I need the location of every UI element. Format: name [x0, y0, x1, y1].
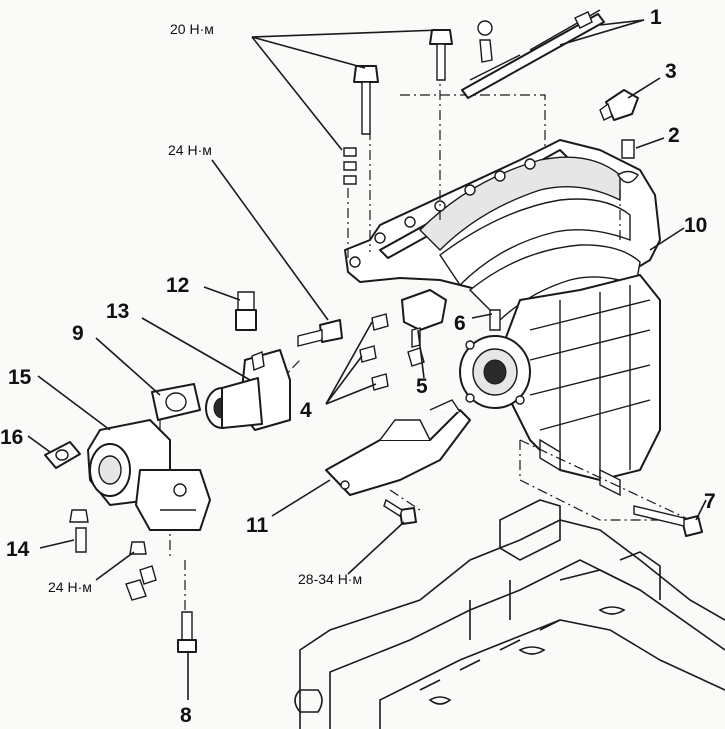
part-8-stud	[177, 611, 197, 653]
callout-13: 13	[106, 300, 129, 323]
torque-labels: 20 Н·м 24 Н·м 24 Н·м 28-34 Н·м	[48, 21, 362, 595]
callout-12: 12	[166, 274, 189, 297]
callout-5: 5	[416, 375, 428, 398]
callout-14: 14	[6, 538, 30, 561]
callout-6: 6	[454, 312, 466, 335]
torque-label-top: 20 Н·м	[170, 21, 214, 37]
part-2-hose	[617, 139, 639, 184]
top-bolts	[343, 29, 453, 185]
part-7-bolt	[633, 505, 703, 537]
callout-8: 8	[180, 704, 192, 727]
engine-block	[294, 499, 725, 729]
callout-11: 11	[246, 514, 269, 537]
small-nut-and-plug	[125, 541, 157, 601]
callout-9: 9	[72, 322, 84, 345]
callout-labels: 1 3 2 10 12 13 9 15 16 14 6 5 4 11 7 8	[0, 6, 716, 727]
torque-label-bracket: 28-34 Н·м	[298, 571, 362, 587]
callout-1: 1	[650, 6, 662, 29]
torque-label-mid: 24 Н·м	[168, 142, 212, 158]
part-1-wiring-harness	[461, 9, 605, 99]
part-12-plug	[235, 291, 257, 331]
alignment-lines	[159, 70, 691, 610]
part-4-connectors	[359, 313, 425, 391]
callout-2: 2	[668, 124, 680, 147]
part-6-fitting	[489, 309, 501, 331]
part-13-spacer	[205, 319, 343, 431]
bracket-bolt	[383, 498, 417, 525]
part-9-gasket	[151, 383, 201, 421]
part-16-seal	[44, 441, 81, 469]
callout-10: 10	[684, 214, 707, 237]
callout-15: 15	[8, 366, 32, 389]
part-15-throttle-body	[87, 419, 211, 531]
part-14-hose	[69, 509, 89, 553]
callout-4: 4	[300, 399, 312, 422]
part-11-bracket	[325, 399, 471, 496]
callout-16: 16	[0, 426, 23, 449]
callout-3: 3	[665, 60, 677, 83]
leader-lines	[27, 19, 707, 700]
intake-manifold	[344, 139, 661, 497]
torque-label-bottom-left: 24 Н·м	[48, 579, 92, 595]
part-5-sensor	[401, 289, 447, 348]
callout-7: 7	[704, 490, 716, 513]
